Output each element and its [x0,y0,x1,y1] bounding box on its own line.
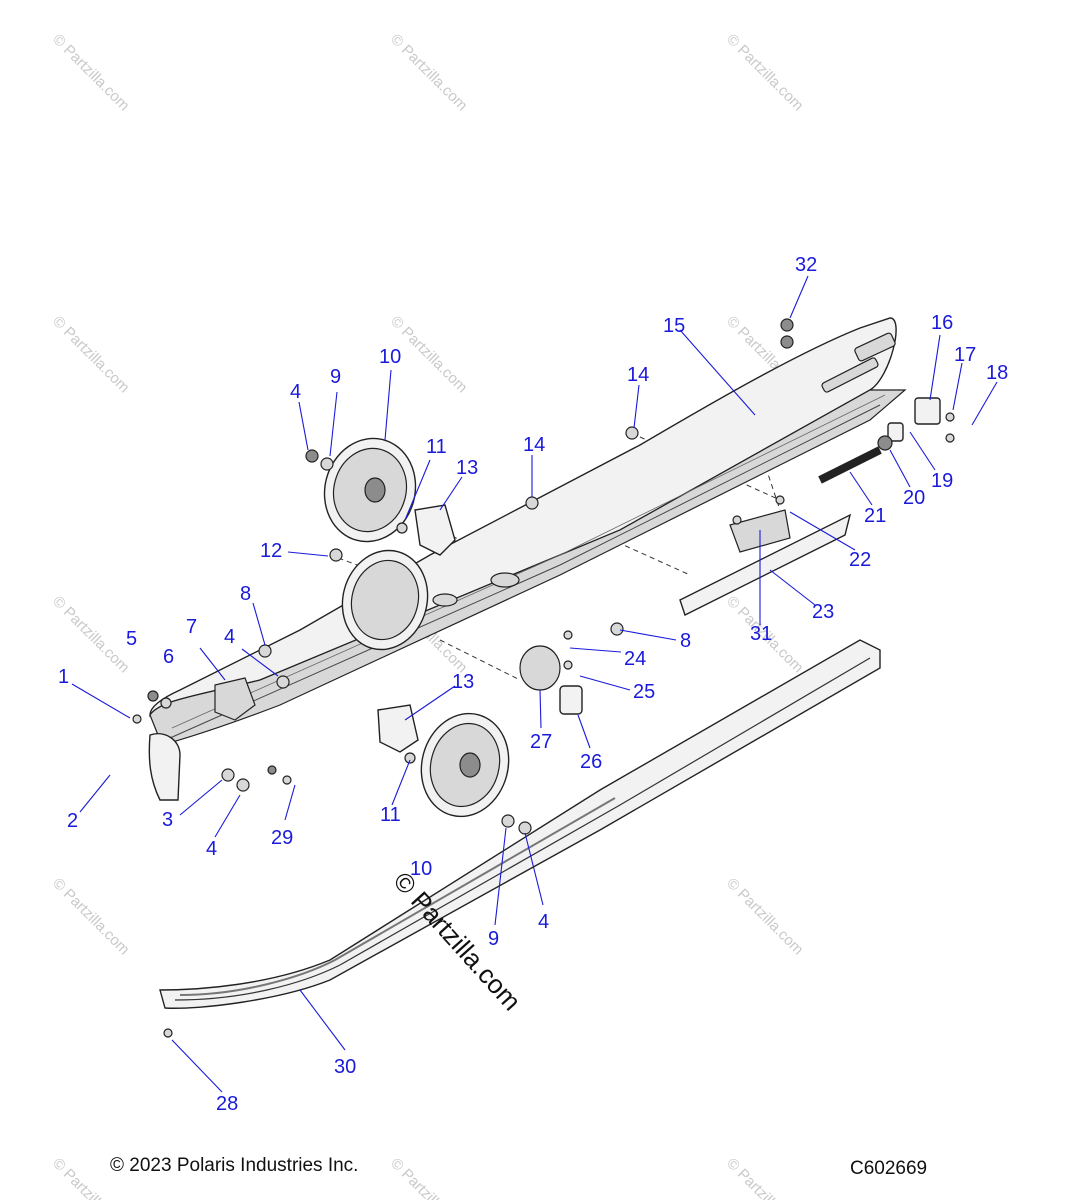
callout-28: 28 [216,1093,238,1115]
watermark: © Partzilla.com [49,313,132,396]
callout-labels: 1 2 3 4 4 4 4 5 6 7 8 8 9 9 10 10 11 11 … [58,254,1008,1115]
callout-13: 13 [456,457,478,479]
callout-7: 7 [186,616,197,638]
wheel-upper [323,437,417,543]
callout-6: 6 [163,646,174,668]
wheel-middle [341,549,429,651]
callout-21: 21 [864,505,886,527]
callout-18: 18 [986,362,1008,384]
callout-25: 25 [633,681,655,703]
callout-14: 14 [523,434,545,456]
callout-16: 16 [931,312,953,334]
watermark: © Partzilla.com [723,31,806,114]
callout-1: 1 [58,666,69,688]
callout-22: 22 [849,549,871,571]
callout-32: 32 [795,254,817,276]
diagram-code: C602669 [850,1158,928,1179]
callout-12: 12 [260,540,282,562]
callout-29: 29 [271,827,293,849]
watermark: © Partzilla.com [387,31,470,114]
callout-4: 4 [538,911,549,933]
callout-13: 13 [452,671,474,693]
callout-26: 26 [580,751,602,773]
small-parts [132,318,955,1038]
leader-lines [71,275,998,1093]
rail-assembly [149,317,907,746]
callout-4: 4 [224,626,235,648]
callout-4: 4 [206,838,217,860]
callout-9: 9 [330,366,341,388]
callout-9: 9 [488,928,499,950]
callout-31: 31 [750,623,772,645]
callout-17: 17 [954,344,976,366]
callout-8: 8 [680,630,691,652]
callout-11: 11 [380,804,401,826]
callout-19: 19 [931,470,953,492]
watermark: © Partzilla.com [723,875,806,958]
watermark: © Partzilla.com [49,31,132,114]
callout-27: 27 [530,731,552,753]
watermark: © Partzilla.com [387,1155,470,1200]
callout-8: 8 [240,583,251,605]
callout-4: 4 [290,381,301,403]
watermark: © Partzilla.com [49,875,132,958]
callout-2: 2 [67,810,78,832]
watermark: © Partzilla.com [723,1155,806,1200]
ski-runner [159,639,881,1009]
wheel-lower [420,712,510,818]
callout-11: 11 [426,436,447,458]
callout-15: 15 [663,315,685,337]
callout-30: 30 [334,1056,356,1078]
callout-10: 10 [379,346,401,368]
callout-24: 24 [624,648,646,670]
watermark: © Partzilla.com [49,593,132,676]
callout-23: 23 [812,601,834,623]
copyright-notice: © 2023 Polaris Industries Inc. [110,1155,359,1176]
callout-20: 20 [903,487,925,509]
callout-3: 3 [162,809,173,831]
callout-14: 14 [627,364,649,386]
callout-5: 5 [126,628,137,650]
callout-10: 10 [410,858,432,880]
